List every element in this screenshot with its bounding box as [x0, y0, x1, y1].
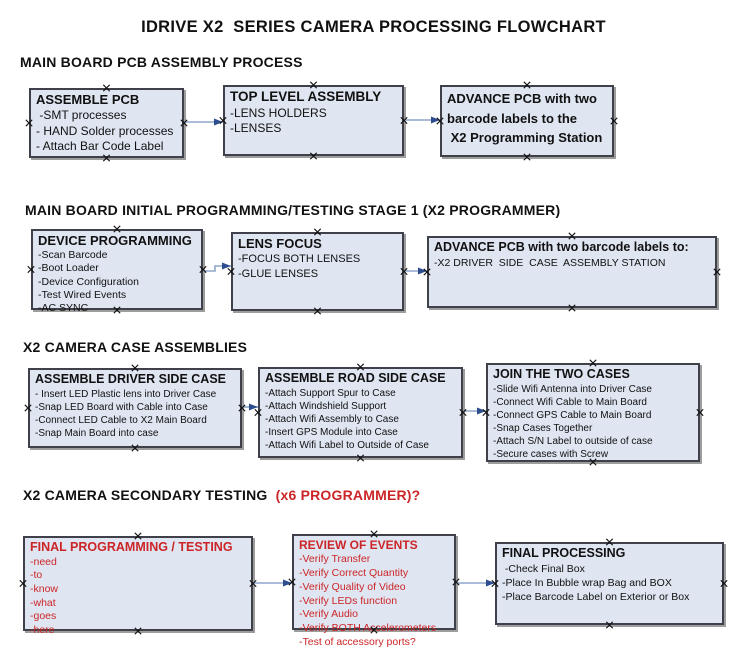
section-heading-black-part: X2 CAMERA SECONDARY TESTING	[23, 487, 268, 503]
flow-box-advance-pcb-programming-station: ADVANCE PCB with two barcode labels to t…	[440, 85, 614, 157]
section-heading-initial-programming: MAIN BOARD INITIAL PROGRAMMING/TESTING S…	[25, 202, 561, 218]
flow-box-device-programming: DEVICE PROGRAMMING -Scan Barcode -Boot L…	[31, 229, 203, 314]
box-title: ASSEMBLE ROAD SIDE CASE	[265, 371, 446, 385]
flow-box-assemble-driver-side-case: ASSEMBLE DRIVER SIDE CASE - Insert LED P…	[28, 368, 242, 448]
box-title: FINAL PROCESSING	[502, 546, 626, 560]
page-title: IDRIVE X2 SERIES CAMERA PROCESSING FLOWC…	[141, 18, 606, 36]
box-title: DEVICE PROGRAMMING	[38, 233, 192, 248]
box-title: JOIN THE TWO CASES	[493, 367, 630, 381]
box-title: ASSEMBLE PCB	[36, 92, 140, 107]
flow-box-advance-pcb-driver-side-station: ADVANCE PCB with two barcode labels to: …	[427, 236, 717, 308]
section-heading-red-part: (x6 PROGRAMMER)?	[267, 487, 421, 503]
flow-box-final-processing: FINAL PROCESSING -Check Final Box -Place…	[495, 542, 724, 625]
section-heading-pcb-assembly: MAIN BOARD PCB ASSEMBLY PROCESS	[20, 54, 303, 70]
box-items: -Scan Barcode -Boot Loader -Device Confi…	[38, 249, 139, 314]
box-items: -Attach Support Spur to Case -Attach Win…	[265, 387, 429, 451]
box-items: -X2 DRIVER SIDE CASE ASSEMBLY STATION	[434, 256, 666, 269]
box-title: ADVANCE PCB with two barcode labels to t…	[447, 91, 603, 145]
flow-box-assemble-road-side-case: ASSEMBLE ROAD SIDE CASE -Attach Support …	[258, 367, 463, 458]
box-items: - Insert LED Plastic lens into Driver Ca…	[35, 388, 217, 439]
flow-box-assemble-pcb: ASSEMBLE PCB -SMT processes - HAND Solde…	[29, 88, 184, 158]
box-title: REVIEW OF EVENTS	[299, 538, 418, 552]
box-title: ADVANCE PCB with two barcode labels to:	[434, 240, 689, 254]
box-title: ASSEMBLE DRIVER SIDE CASE	[35, 372, 227, 386]
flow-box-review-of-events: REVIEW OF EVENTS -Verify Transfer -Verif…	[292, 534, 456, 648]
box-title: FINAL PROGRAMMING / TESTING	[30, 540, 233, 554]
box-items: -Slide Wifi Antenna into Driver Case -Co…	[493, 383, 653, 460]
flow-box-lens-focus: LENS FOCUS -FOCUS BOTH LENSES -GLUE LENS…	[231, 232, 404, 311]
flow-box-final-programming-testing: FINAL PROGRAMMING / TESTING -need -to -k…	[23, 536, 253, 636]
box-items: -Verify Transfer -Verify Correct Quantit…	[299, 553, 437, 649]
box-items: -SMT processes - HAND Solder processes -…	[36, 108, 174, 154]
box-items: -LENS HOLDERS -LENSES	[230, 105, 327, 136]
box-items: -need -to -know -what -goes -here	[30, 555, 59, 636]
section-heading-secondary-testing: X2 CAMERA SECONDARY TESTING (x6 PROGRAMM…	[23, 487, 420, 503]
box-title: LENS FOCUS	[238, 236, 322, 251]
flow-box-top-level-assembly: TOP LEVEL ASSEMBLY -LENS HOLDERS -LENSES	[223, 85, 404, 156]
section-heading-case-assemblies: X2 CAMERA CASE ASSEMBLIES	[23, 339, 248, 355]
box-title: TOP LEVEL ASSEMBLY	[230, 89, 382, 104]
connector-arrow	[203, 262, 231, 272]
box-items: -FOCUS BOTH LENSES -GLUE LENSES	[238, 253, 361, 280]
box-items: -Check Final Box -Place In Bubble wrap B…	[502, 562, 690, 603]
flow-box-join-the-two-cases: JOIN THE TWO CASES -Slide Wifi Antenna i…	[486, 363, 700, 462]
